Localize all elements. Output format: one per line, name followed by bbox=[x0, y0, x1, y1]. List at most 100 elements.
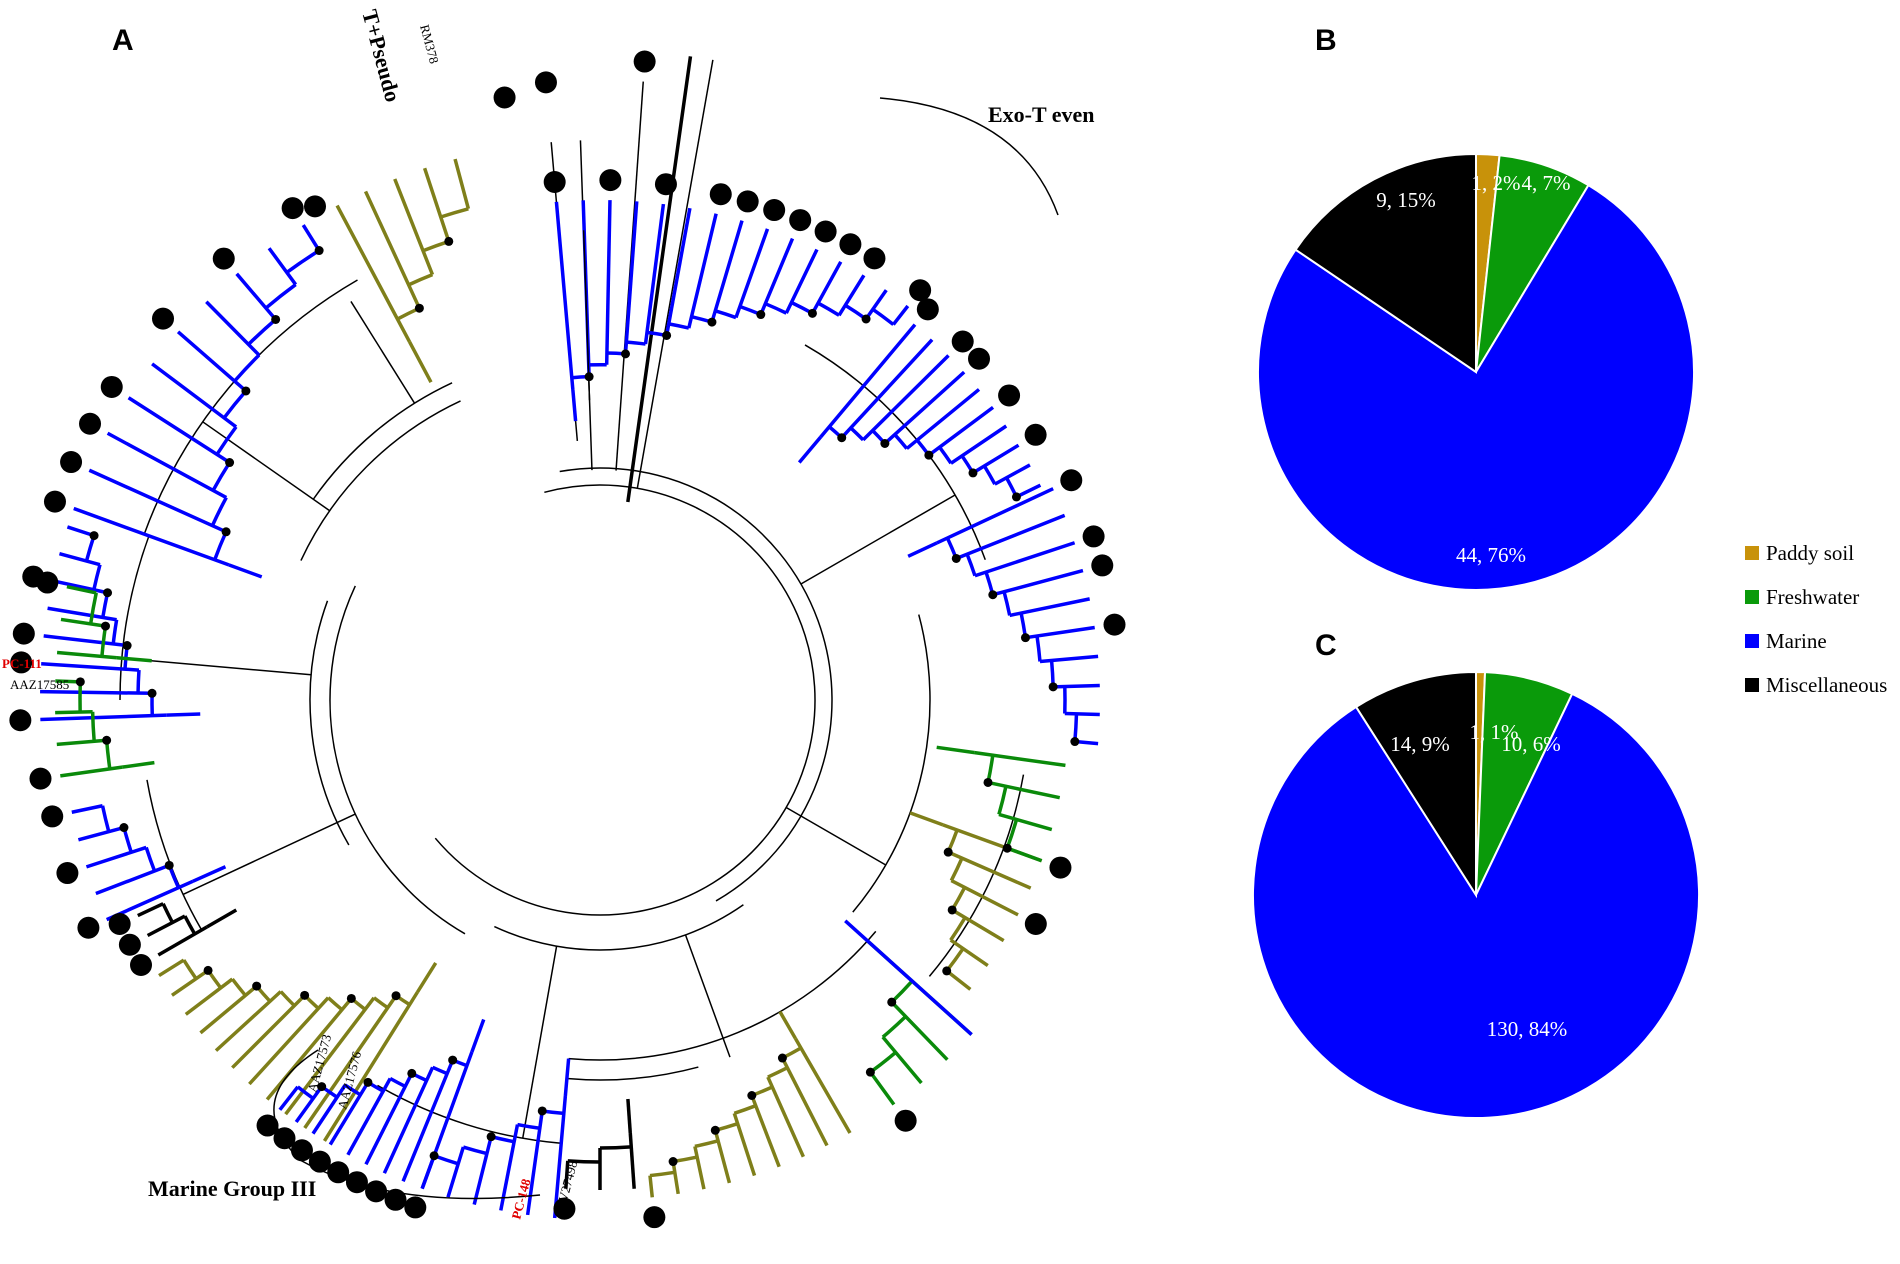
tree-arc bbox=[407, 273, 434, 287]
tip-marker bbox=[9, 709, 32, 732]
tree-arc bbox=[626, 340, 646, 346]
clade-label-rm378: RM378 bbox=[417, 23, 442, 65]
tree-arc bbox=[100, 625, 108, 657]
leaf-label-abv27498: ABV27498 bbox=[550, 1159, 580, 1221]
tree-branch bbox=[819, 323, 917, 439]
tree-branch bbox=[974, 541, 1076, 578]
node-support-dot bbox=[1070, 737, 1080, 747]
legend-label-paddy-soil: Paddy soil bbox=[1766, 541, 1854, 565]
tree-branch bbox=[158, 958, 185, 978]
tip-marker bbox=[256, 1114, 279, 1137]
tree-branch bbox=[267, 247, 298, 286]
node-support-dot bbox=[75, 677, 85, 687]
tree-branch bbox=[363, 190, 421, 309]
tree-branch bbox=[927, 405, 995, 457]
tree-arc bbox=[733, 1104, 757, 1115]
node-support-dot bbox=[942, 966, 952, 976]
tree-arc bbox=[296, 1085, 315, 1100]
tree-branch bbox=[121, 760, 155, 769]
tree-arc bbox=[264, 283, 297, 310]
tree-branch bbox=[949, 424, 1008, 465]
tree-branch bbox=[166, 712, 201, 717]
node-support-dot bbox=[317, 1082, 327, 1092]
tree-arc bbox=[300, 400, 461, 561]
node-support-dot bbox=[880, 438, 890, 448]
tree-branch bbox=[797, 435, 823, 464]
tip-marker bbox=[43, 490, 66, 513]
pie-b-label-miscellaneous: 9, 15% bbox=[1376, 188, 1436, 212]
tip-marker bbox=[916, 298, 939, 321]
clade-label-t-pseudo: T+Pseudo bbox=[357, 7, 406, 105]
tree-branch bbox=[401, 1059, 455, 1182]
node-support-dot bbox=[707, 317, 717, 327]
legend-label-freshwater: Freshwater bbox=[1766, 585, 1859, 609]
node-support-dot bbox=[122, 641, 132, 651]
tree-arc bbox=[767, 1066, 789, 1079]
tip-marker bbox=[79, 412, 102, 435]
node-support-dot bbox=[102, 735, 112, 745]
tree-arc bbox=[494, 904, 744, 951]
tree-arc bbox=[871, 307, 895, 326]
tree-arc bbox=[285, 249, 321, 274]
tree-branch bbox=[192, 865, 227, 883]
tree-arc bbox=[90, 711, 96, 742]
tip-marker bbox=[100, 375, 123, 398]
tree-branch bbox=[907, 541, 938, 558]
tree-arc bbox=[327, 996, 344, 1012]
tip-marker bbox=[365, 1180, 388, 1203]
tree-arc bbox=[568, 930, 877, 1061]
legend-swatch-miscellaneous bbox=[1745, 678, 1759, 692]
tip-marker bbox=[951, 330, 974, 353]
node-support-dot bbox=[865, 1067, 875, 1077]
tip-marker bbox=[553, 1197, 576, 1220]
tree-branch bbox=[202, 421, 331, 512]
node-support-dot bbox=[444, 236, 454, 246]
tip-marker bbox=[152, 307, 175, 330]
tree-arc bbox=[211, 461, 232, 492]
tree-branch bbox=[328, 1081, 370, 1146]
tree-branch bbox=[554, 201, 575, 390]
legend-label-miscellaneous: Miscellaneous bbox=[1766, 673, 1887, 697]
tree-branch bbox=[784, 248, 819, 314]
node-support-dot bbox=[429, 1151, 439, 1161]
tree-branch bbox=[127, 396, 231, 464]
tree-branch bbox=[228, 563, 263, 579]
tree-arc bbox=[222, 389, 248, 419]
tip-marker bbox=[29, 767, 52, 790]
tree-branch bbox=[780, 1057, 829, 1147]
tree-branch bbox=[470, 1018, 486, 1053]
node-support-dot bbox=[252, 981, 262, 991]
tree-branch bbox=[382, 1066, 435, 1174]
tree-branch bbox=[420, 1155, 436, 1190]
tree-branch bbox=[891, 304, 910, 326]
tip-marker bbox=[304, 195, 326, 218]
node-support-dot bbox=[988, 590, 998, 600]
tree-arc bbox=[279, 990, 296, 1007]
tree-branch bbox=[951, 908, 1005, 943]
tip-marker bbox=[1024, 423, 1047, 446]
tree-arc bbox=[182, 959, 198, 980]
clade-label-marine-group-iii: Marine Group III bbox=[148, 1176, 316, 1201]
tree-branch bbox=[693, 1146, 706, 1190]
tip-marker bbox=[863, 247, 886, 270]
tree-arc bbox=[881, 1015, 907, 1039]
tree-branch bbox=[868, 1071, 896, 1106]
tip-marker bbox=[345, 1171, 368, 1194]
tree-arc bbox=[893, 433, 909, 450]
tree-arc bbox=[233, 353, 261, 383]
tree-branch bbox=[949, 938, 989, 967]
pie-c-label-miscellaneous: 14, 9% bbox=[1390, 732, 1450, 756]
node-support-dot bbox=[221, 527, 231, 537]
tree-branch bbox=[446, 1146, 465, 1198]
tree-branch bbox=[604, 200, 612, 365]
tree-branch bbox=[626, 56, 693, 503]
leaf-label-pc111: PC-111 bbox=[2, 656, 42, 671]
panel-letter-c: C bbox=[1315, 629, 1337, 662]
tree-arc bbox=[649, 1170, 676, 1178]
pie-chart-b: 1, 2%4, 7%44, 76%9, 15% bbox=[1257, 152, 1695, 591]
tree-branch bbox=[955, 513, 1066, 561]
tree-branch bbox=[1009, 597, 1091, 618]
tree-branch bbox=[710, 220, 744, 323]
tip-marker bbox=[599, 169, 622, 192]
